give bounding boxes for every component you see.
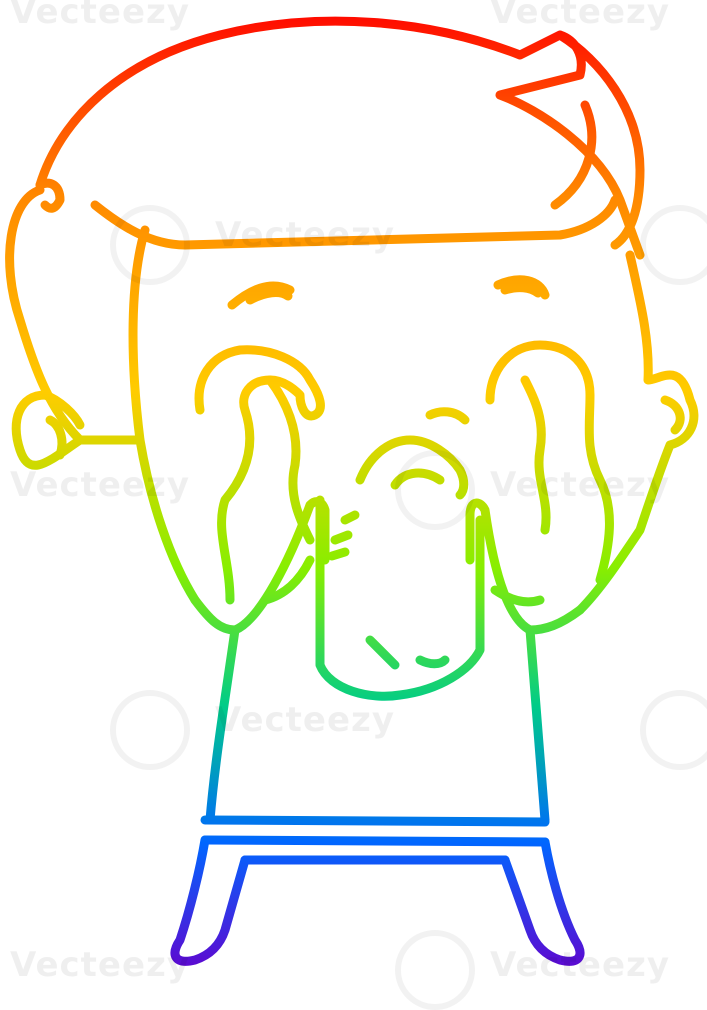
mouth-dash-1: [340, 510, 360, 525]
tear-right-inner: [520, 375, 551, 535]
hair-front-line: [90, 195, 620, 250]
eye-left: [227, 281, 295, 310]
hair-strand: [550, 100, 597, 210]
hair-tuft: [35, 178, 65, 213]
face-right-side: [575, 250, 699, 615]
torso-right: [525, 625, 550, 825]
nose: [425, 407, 470, 425]
leg-left: [170, 835, 250, 966]
hand-right-palm: [490, 585, 545, 607]
crying-man-illustration: [5, 16, 699, 966]
hair-outline: [35, 16, 645, 260]
chin-line: [365, 635, 450, 670]
ear-left-inner: [45, 415, 67, 460]
mouth-top: [355, 435, 469, 500]
belt-line: [200, 835, 550, 847]
mouth-dash-2: [330, 530, 353, 545]
ear-left: [11, 390, 85, 470]
mouth-dash-3: [327, 547, 350, 561]
mouth-open: [315, 495, 485, 701]
mouth-inner: [390, 468, 445, 490]
torso-left: [205, 625, 240, 825]
hand-left-palm: [260, 555, 315, 605]
arm-right: [465, 498, 585, 635]
leg-right: [500, 837, 585, 966]
tear-left: [194, 345, 325, 605]
arm-left: [190, 497, 330, 635]
face-left-jaw: [135, 435, 200, 605]
tear-right: [485, 340, 614, 585]
eye-right: [493, 275, 550, 300]
ear-right-inner: [660, 395, 685, 435]
waist-line: [200, 815, 550, 827]
